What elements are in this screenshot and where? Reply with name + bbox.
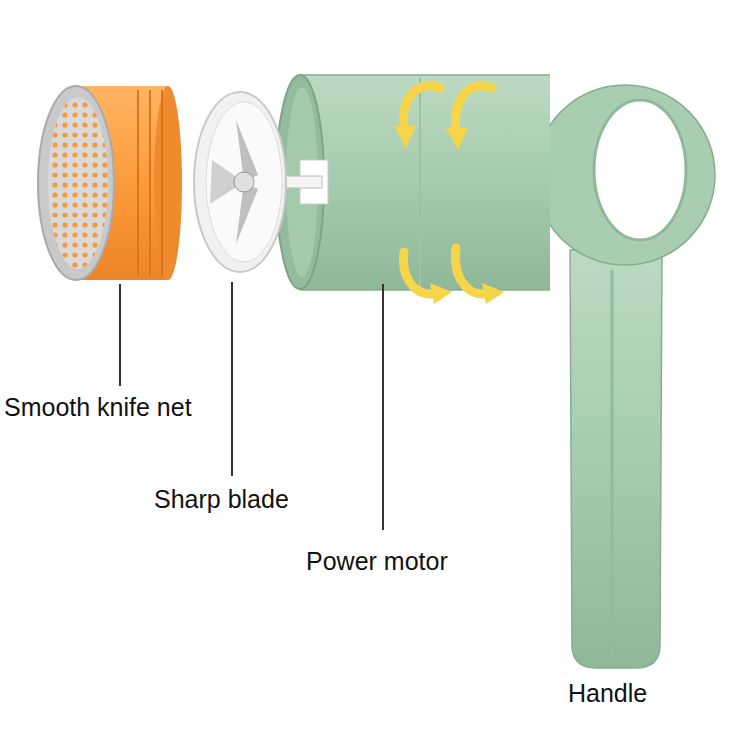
arrow-heads bbox=[394, 126, 504, 304]
part-label: Sharp blade bbox=[152, 484, 291, 514]
part-label: Handle bbox=[566, 678, 649, 708]
blade-disc bbox=[194, 92, 286, 272]
handle-shape bbox=[535, 85, 715, 668]
part-label: Power motor bbox=[304, 546, 450, 576]
rotation-arrows bbox=[403, 86, 492, 294]
knife-net-cap bbox=[38, 86, 182, 280]
part-label: Smooth knife net bbox=[2, 392, 194, 422]
